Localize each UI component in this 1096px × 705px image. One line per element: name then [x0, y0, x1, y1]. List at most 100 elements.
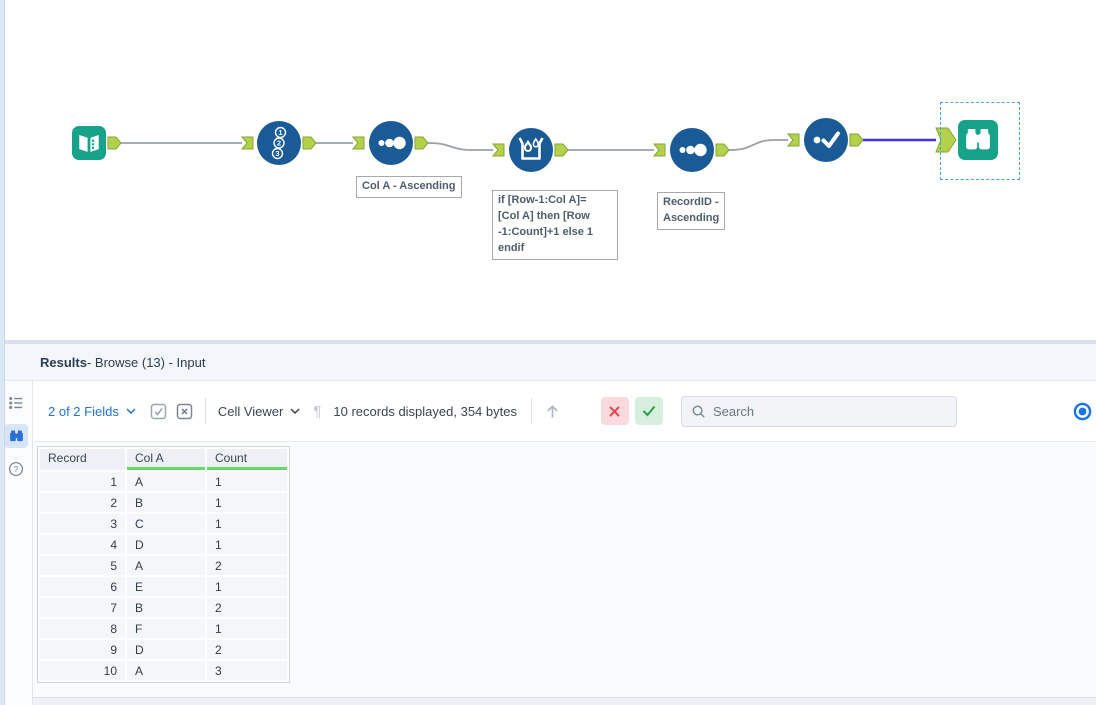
tool-sort-1[interactable] — [369, 121, 413, 165]
left-scroll-strip[interactable] — [0, 0, 5, 705]
show-whitespace-icon[interactable]: ¶ — [313, 402, 322, 420]
column-header-record[interactable]: Record — [40, 449, 125, 470]
tool-browse[interactable] — [958, 120, 998, 160]
table-cell: 10 — [40, 661, 125, 680]
table-cell: E — [127, 577, 205, 596]
connections-layer — [107, 127, 957, 157]
table-cell: C — [127, 514, 205, 533]
table-cell: 1 — [40, 472, 125, 491]
connection-sort2-select — [728, 139, 788, 151]
sort-dots-icon — [679, 143, 707, 157]
table-cell: B — [127, 493, 205, 512]
table-cell: B — [127, 598, 205, 617]
input-anchor-browse — [935, 127, 957, 153]
browse-selection-box — [940, 102, 1020, 180]
output-anchor-record-id — [302, 136, 317, 150]
data-view-binoculars-icon[interactable] — [4, 424, 28, 448]
table-cell: 1 — [207, 493, 287, 512]
search-box[interactable] — [680, 395, 957, 427]
table-cell: 2 — [40, 493, 125, 512]
search-input[interactable] — [712, 403, 947, 419]
table-cell: 3 — [207, 661, 287, 680]
table-cell: 1 — [207, 535, 287, 554]
tool-multi-row-formula[interactable] — [509, 128, 553, 172]
tool-input-data[interactable] — [72, 126, 106, 160]
fields-dropdown[interactable]: 2 of 2 Fields — [48, 404, 136, 419]
browse-binoculars-icon — [966, 128, 990, 150]
records-info: 10 records displayed, 354 bytes — [333, 403, 517, 419]
cancel-button[interactable] — [600, 397, 629, 425]
toolbar-separator — [530, 398, 532, 424]
tool-record-id[interactable]: 1 2 3 — [257, 121, 301, 165]
table-cell: 3 — [40, 514, 125, 533]
connection-sort1-multirow — [427, 142, 493, 151]
table-cell: 2 — [207, 556, 287, 575]
annotation-sort-1[interactable]: Col A - Ascending — [356, 176, 462, 198]
input-anchor-select — [786, 133, 800, 147]
input-data-book-icon — [79, 135, 99, 152]
column-header-count[interactable]: Count — [207, 449, 287, 470]
table-cell: D — [127, 535, 205, 554]
x-icon — [609, 405, 621, 417]
tool-select[interactable] — [804, 118, 848, 162]
search-icon — [692, 405, 705, 418]
table-cell: 1 — [207, 472, 287, 491]
multi-row-formula-beaker-icon — [518, 137, 544, 160]
deselect-fields-icon[interactable] — [176, 403, 193, 420]
help-icon[interactable]: ? — [4, 457, 28, 481]
metadata-view-icon[interactable] — [4, 391, 28, 415]
svg-text:3: 3 — [275, 149, 279, 158]
apply-button[interactable] — [634, 397, 663, 425]
results-breadcrumb: - Browse (13) - Input — [86, 354, 206, 370]
column-header-col-a[interactable]: Col A — [127, 449, 205, 470]
check-icon — [642, 405, 656, 417]
output-anchor-sort-1 — [414, 136, 429, 150]
table-cell: 6 — [40, 577, 125, 596]
record-id-123-icon: 1 2 3 — [271, 126, 287, 160]
table-cell: 7 — [40, 598, 125, 617]
table-cell: 5 — [40, 556, 125, 575]
cell-viewer-dropdown[interactable]: Cell Viewer — [218, 404, 301, 419]
output-anchor-multi-row-formula — [554, 143, 569, 157]
up-arrow-icon[interactable] — [544, 403, 561, 420]
results-panel: Results - Browse (13) - Input — [0, 340, 1096, 705]
input-anchor-sort-2 — [652, 143, 666, 157]
output-anchor-select — [849, 133, 864, 147]
table-cell: 2 — [207, 640, 287, 659]
results-header: Results - Browse (13) - Input — [0, 344, 1096, 381]
data-source-radio-icon[interactable] — [1072, 401, 1093, 422]
results-toolbar: 2 of 2 Fields — [33, 381, 1096, 441]
table-header-row: Record Col A Count — [40, 449, 287, 470]
table-cell: A — [127, 661, 205, 680]
chevron-down-icon — [126, 408, 136, 414]
results-icon-rail: ? — [0, 381, 33, 705]
input-anchor-sort-1 — [351, 136, 365, 150]
annotation-multi-row-formula[interactable]: if [Row-1:Col A]= [Col A] then [Row -1:C… — [492, 190, 618, 260]
select-all-fields-icon[interactable] — [150, 403, 167, 420]
input-anchor-record-id — [240, 136, 254, 150]
table-cell: 1 — [207, 514, 287, 533]
tool-sort-2[interactable] — [670, 128, 714, 172]
input-anchor-multi-row-formula — [491, 143, 505, 157]
workflow-canvas[interactable]: 1 2 3 — [0, 0, 1096, 340]
results-title: Results — [40, 354, 87, 370]
results-bottom-strip — [33, 697, 1096, 705]
results-panel-divider[interactable] — [0, 340, 1096, 344]
table-cell: 4 — [40, 535, 125, 554]
annotation-sort-2[interactable]: RecordID - Ascending — [657, 192, 726, 230]
table-cell: F — [127, 619, 205, 638]
sort-dots-icon — [378, 136, 406, 150]
svg-text:1: 1 — [278, 128, 283, 137]
